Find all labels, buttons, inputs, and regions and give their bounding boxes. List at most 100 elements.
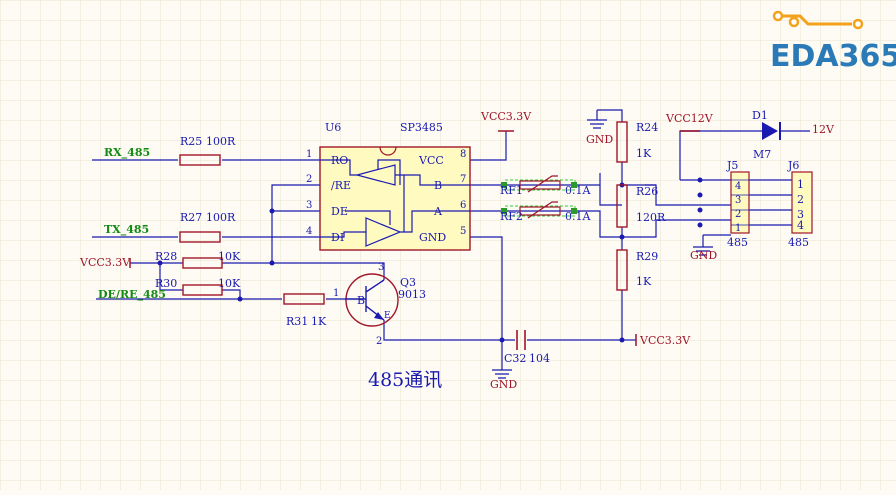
r31-value: 1K: [311, 315, 327, 328]
ic-u6: [319, 146, 471, 251]
gnd-right-symbol: [693, 246, 713, 256]
j6-ref: J6: [787, 159, 799, 172]
q3-pin-e: E: [384, 311, 391, 321]
r26-body: [616, 184, 628, 228]
q3-ref: Q3: [400, 276, 416, 289]
logo-node-right: [852, 18, 864, 30]
ic-pin-num-8: 8: [460, 149, 466, 160]
j6-pin-c: 3: [797, 208, 804, 221]
c32-value: 104: [529, 352, 550, 365]
ic-pin-num-7: 7: [460, 174, 466, 185]
r24-value: 1K: [636, 147, 652, 160]
logo-node-mid: [788, 16, 800, 28]
r29-value: 1K: [636, 275, 652, 288]
wires: [92, 109, 810, 370]
gnd-bottom-symbol: [492, 369, 512, 379]
j6-pin-a: 1: [797, 178, 804, 191]
ic-pin-name-ro: RO: [331, 154, 348, 167]
rf1-ref: RF1: [500, 184, 523, 197]
connector-j5: [730, 171, 750, 234]
net-dere: DE/RE_485: [98, 288, 166, 302]
r27-value: 100R: [206, 211, 236, 224]
net-gnd-top: GND: [586, 133, 613, 146]
j6-pin-d: 4: [797, 219, 804, 232]
q3-value: 9013: [398, 288, 426, 301]
gnd-top-symbol: [587, 110, 607, 129]
ic-internal-buffers: [320, 159, 470, 247]
r28-body: [182, 257, 223, 269]
net-vcc33-top: VCC3.3V: [480, 110, 532, 123]
q3-pin-num-1: 1: [333, 288, 339, 299]
r24-body: [616, 121, 628, 163]
net-vcc33-left: VCC3.3V: [79, 256, 131, 269]
vcc33-top-port: VCC3.3V: [480, 110, 532, 132]
net-12v: 12V: [812, 123, 835, 136]
r31-body: [283, 293, 325, 305]
j6-value: 485: [788, 236, 809, 249]
net-gnd-bottom: GND: [490, 378, 517, 391]
ic-notch: [379, 146, 397, 156]
ic-part: SP3485: [400, 121, 443, 134]
r31-ref: R31: [286, 315, 308, 328]
rf2-pad-right: [571, 208, 577, 214]
j5-pin-c: 2: [735, 209, 741, 220]
q3-pin-num-2: 2: [376, 336, 382, 347]
ic-pin-name-vcc: VCC: [418, 154, 444, 167]
ic-pin-name-b: B: [434, 179, 442, 192]
rf1-pad-left: [501, 182, 507, 188]
fuses: [501, 175, 577, 219]
ic-pin-name-a: A: [433, 205, 443, 218]
r29-ref: R29: [636, 250, 658, 263]
rf2-ptc-mark: [527, 201, 558, 219]
r27-body: [179, 231, 221, 243]
r30-value: 10K: [218, 277, 241, 290]
net-tx: TX_485: [104, 223, 149, 237]
rf2-pad-left: [501, 208, 507, 214]
resistor-bodies: [179, 121, 628, 305]
ic-pin-num-4: 4: [306, 226, 312, 237]
r28-ref: R28: [155, 250, 177, 263]
rf1-pad-right: [571, 182, 577, 188]
ic-body: [319, 146, 471, 251]
q3-pin-b: B: [357, 294, 365, 307]
net-vcc12: VCC12V: [665, 112, 714, 125]
diode-d1: [755, 122, 785, 140]
r25-ref: R25: [180, 135, 202, 148]
ic-pin-name-de: DE: [331, 205, 348, 218]
logo-trace: [778, 14, 852, 26]
capacitor-c32: [516, 330, 526, 350]
j6-pin-b: 2: [797, 193, 804, 206]
j5-value: 485: [727, 236, 748, 249]
brand-name: EDA365: [770, 39, 896, 74]
brand-logo: EDA365: [770, 10, 896, 74]
rf2-ref: RF2: [500, 210, 523, 223]
ic-ref: U6: [325, 121, 341, 134]
r25-body: [179, 154, 221, 166]
ic-pin-name-re: /RE: [331, 179, 351, 192]
r24-ref: R24: [636, 121, 658, 134]
vcc33-right-port: VCC3.3V: [635, 334, 691, 347]
ic-pin-name-gnd: GND: [419, 231, 446, 244]
rf1-body: [519, 180, 561, 190]
net-gnd-right: GND: [690, 249, 717, 262]
d1-value: M7: [753, 148, 771, 161]
diagram-caption: 485通讯: [368, 369, 442, 391]
vcc12-port: VCC12V: [665, 112, 714, 132]
rf2-body: [519, 206, 561, 216]
r30-ref: R30: [155, 277, 177, 290]
r29-body: [616, 249, 628, 291]
ic-pin-name-di: DI: [331, 231, 344, 244]
ic-pin-num-5: 5: [460, 226, 466, 237]
connector-j6: [791, 171, 813, 234]
rf1-ptc-mark: [527, 175, 558, 193]
j5-pin-a: 4: [735, 181, 741, 192]
ic-pin-num-3: 3: [306, 200, 312, 211]
ic-pin-num-2: 2: [306, 174, 312, 185]
logo-node-left: [772, 10, 784, 22]
r26-value: 120R: [636, 211, 666, 224]
q3-pin-num-3: 3: [378, 262, 384, 273]
rf2-value: 0.1A: [565, 210, 591, 223]
r30-body: [182, 284, 223, 296]
